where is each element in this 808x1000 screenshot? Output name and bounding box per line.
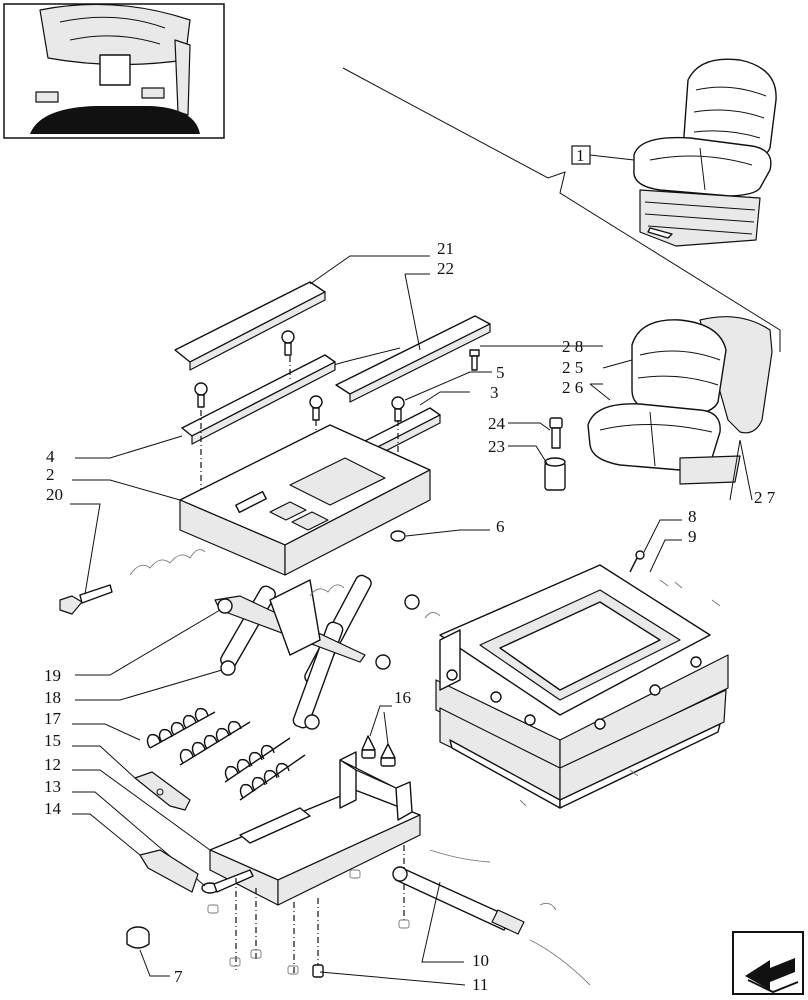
tractor-cab-thumbnail bbox=[3, 3, 225, 139]
callout-12: 12 bbox=[44, 755, 61, 774]
callout-5: 5 bbox=[496, 363, 505, 382]
fasteners-bottom bbox=[207, 869, 410, 978]
handle-14 bbox=[139, 849, 199, 893]
callout-4: 4 bbox=[46, 447, 55, 466]
slide-rail-21 bbox=[174, 281, 326, 371]
callout-20: 20 bbox=[46, 485, 63, 504]
seat-cushion-set bbox=[587, 316, 773, 485]
callout-13: 13 bbox=[44, 777, 61, 796]
callout-28: 2 8 bbox=[562, 337, 583, 356]
lever-15 bbox=[134, 771, 191, 811]
callout-3: 3 bbox=[490, 383, 499, 402]
complete-seat-illustration bbox=[571, 58, 777, 247]
assembly-leader-line bbox=[342, 67, 781, 352]
callout-8: 8 bbox=[688, 507, 697, 526]
bumpers-16 bbox=[361, 735, 396, 767]
springs-17 bbox=[146, 707, 306, 801]
return-arrow-icon[interactable] bbox=[732, 931, 804, 995]
callout-23: 23 bbox=[488, 437, 505, 456]
callout-22: 22 bbox=[437, 259, 454, 278]
callout-21: 21 bbox=[437, 239, 454, 258]
callout-17: 17 bbox=[44, 709, 62, 728]
bottom-plate-12 bbox=[209, 751, 421, 906]
cap-7 bbox=[126, 926, 150, 949]
callout-26: 2 6 bbox=[562, 378, 583, 397]
slide-rail-22 bbox=[299, 315, 491, 403]
bolt-8 bbox=[629, 550, 645, 573]
ghost-spring-hint bbox=[309, 584, 441, 619]
callout-1: 1 bbox=[576, 146, 585, 165]
callout-11: 11 bbox=[472, 975, 488, 994]
callout-19: 19 bbox=[44, 666, 61, 685]
callout-15: 15 bbox=[44, 731, 61, 750]
knob-20 bbox=[59, 549, 206, 615]
callout-2: 2 bbox=[46, 465, 55, 484]
bolt-28 bbox=[469, 349, 480, 371]
rail-4 bbox=[181, 354, 336, 445]
seat-base-frame-2 bbox=[179, 424, 431, 576]
callout-18: 18 bbox=[44, 688, 61, 707]
callout-14: 14 bbox=[44, 799, 62, 818]
callout-25: 2 5 bbox=[562, 358, 583, 377]
plug-6 bbox=[390, 530, 406, 542]
spacer-23 bbox=[544, 457, 566, 491]
callout-27: 2 7 bbox=[754, 488, 776, 507]
gas-strut-10 bbox=[392, 849, 591, 986]
suspension-housing-9 bbox=[435, 564, 729, 809]
bolt-24 bbox=[549, 417, 563, 449]
bolt-5 bbox=[194, 330, 405, 422]
callout-24: 24 bbox=[488, 414, 506, 433]
callout-16: 16 bbox=[394, 688, 411, 707]
callout-10: 10 bbox=[472, 951, 489, 970]
callout-9: 9 bbox=[688, 527, 697, 546]
callout-6: 6 bbox=[496, 517, 505, 536]
pin-13 bbox=[201, 869, 254, 894]
scissor-arms-19 bbox=[214, 574, 420, 730]
callout-7: 7 bbox=[174, 967, 183, 986]
